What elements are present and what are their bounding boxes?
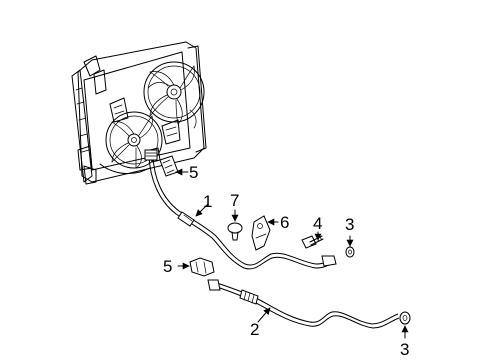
- callout-3-lower: 3: [400, 340, 409, 359]
- cooler-line-lower: [207, 279, 400, 329]
- radiator-fan-assembly: [71, 41, 207, 185]
- callout-5-upper: 5: [189, 163, 198, 182]
- callout-2: 2: [250, 320, 259, 339]
- callout-4: 4: [313, 214, 322, 233]
- clip-upper: [159, 155, 179, 177]
- bolt: [301, 235, 324, 249]
- leader-lines: [175, 168, 409, 339]
- callout-5-lower: 5: [163, 257, 172, 276]
- callout-1: 1: [203, 192, 212, 211]
- callout-3-upper: 3: [345, 215, 354, 234]
- bracket-clamp: [251, 215, 271, 251]
- callout-7: 7: [230, 191, 239, 210]
- callout-6: 6: [280, 213, 289, 232]
- clip-lower: [189, 257, 215, 277]
- push-pin: [227, 222, 243, 241]
- washer-upper: [345, 246, 355, 258]
- cooler-line-upper: [144, 149, 337, 270]
- washer-lower: [399, 311, 411, 325]
